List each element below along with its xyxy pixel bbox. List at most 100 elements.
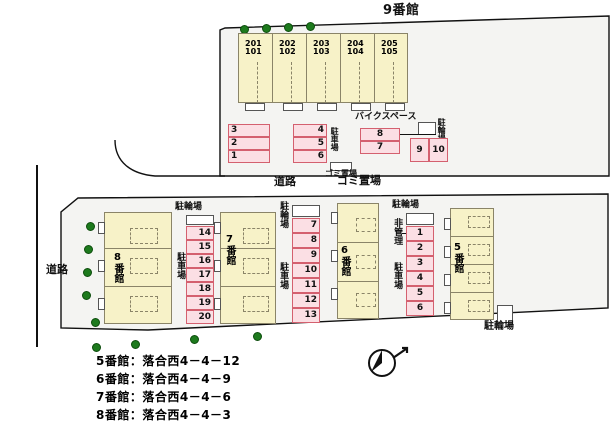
parking-stall[interactable]: 5	[293, 137, 327, 150]
entry-pad	[317, 103, 337, 111]
unit-lower: 104	[347, 47, 364, 57]
building-6-block	[337, 203, 379, 319]
unit-lower: 105	[381, 47, 398, 57]
building-7-block	[220, 212, 276, 324]
parking-stall[interactable]: 2	[228, 137, 270, 150]
balcony-notch	[444, 302, 451, 314]
parking-stall[interactable]: 11	[292, 278, 320, 293]
parking-stall[interactable]: 12	[292, 293, 320, 308]
parking-stall[interactable]: 3	[406, 256, 434, 271]
building9-title: 9番館	[383, 3, 420, 18]
unit-upper: 202	[279, 39, 296, 48]
parking-stall[interactable]: 7	[360, 141, 400, 154]
unit-divider	[220, 286, 276, 287]
parking-stall[interactable]: 10	[292, 263, 320, 278]
unit-divider	[337, 242, 379, 243]
bicycle-parking-label: 駐輪場	[278, 201, 289, 228]
connector-line	[400, 134, 436, 135]
parking-stall[interactable]: 1	[406, 226, 434, 241]
parking-stall[interactable]: 13	[292, 308, 320, 323]
unit-divider	[337, 281, 379, 282]
unit-divider	[104, 248, 172, 249]
unit-stair	[325, 62, 340, 103]
car-parking-label: 駐車場	[392, 262, 403, 289]
parking-stall[interactable]: 7	[292, 218, 320, 233]
plant-dot	[92, 343, 101, 352]
parking-stall[interactable]: 3	[228, 124, 270, 137]
parking-stall[interactable]: 6	[293, 150, 327, 163]
balcony-notch	[444, 218, 451, 230]
parking-stall[interactable]: 9	[292, 248, 320, 263]
address-legend: 5番館：落合西4－4－12 6番館：落合西4－4－9 7番館：落合西4－4－6 …	[96, 352, 240, 424]
car-parking-label: 駐車場	[278, 262, 289, 289]
entry-pad	[385, 103, 405, 111]
parking-stall[interactable]: 14	[186, 226, 214, 240]
parking-stall[interactable]: 10	[429, 138, 448, 162]
parking-stall[interactable]: 4	[406, 271, 434, 286]
plant-dot	[83, 268, 92, 277]
parking-stall[interactable]: 16	[186, 254, 214, 268]
unit-stair	[243, 228, 269, 244]
building-6-label: 6番館	[339, 245, 350, 276]
plant-dot	[306, 22, 315, 31]
parking-stall[interactable]: 8	[360, 128, 400, 141]
unit-stair	[356, 293, 376, 307]
unit-divider	[374, 33, 375, 103]
unit-divider	[450, 236, 494, 237]
bike-space-label: バイクスペース	[355, 112, 417, 122]
road-edge-left	[36, 165, 38, 347]
balcony-notch	[214, 222, 221, 234]
entry-pad	[245, 103, 265, 111]
parking-stall[interactable]: 4	[293, 124, 327, 137]
unit-number: 203 103	[313, 39, 330, 57]
unit-stair	[468, 244, 490, 256]
garbage-label-middle: ゴミ置場	[337, 174, 381, 187]
parking-stall[interactable]: 9	[410, 138, 429, 162]
unit-stair	[356, 218, 376, 232]
parking-stall[interactable]: 20	[186, 310, 214, 324]
plant-dot	[190, 335, 199, 344]
road-curve-top	[114, 140, 225, 177]
unit-number: 201 101	[245, 39, 262, 57]
bicycle-parking-label: 駐輪場	[392, 200, 420, 210]
unit-stair	[468, 216, 490, 228]
parking-stall[interactable]: 19	[186, 296, 214, 310]
road-label-left: 道路	[46, 263, 68, 276]
bicycle-parking-label-bottom: 駐輪場	[484, 321, 514, 332]
parking-stall[interactable]: 17	[186, 268, 214, 282]
entry-pad	[351, 103, 371, 111]
building-7-label: 7番館	[224, 234, 235, 265]
bicycle-parking-box	[186, 215, 214, 225]
parking-stall[interactable]: 8	[292, 233, 320, 248]
balcony-notch	[331, 212, 338, 224]
unit-stair	[130, 296, 158, 312]
parking-stall[interactable]: 6	[406, 301, 434, 316]
bicycle-parking-box	[497, 305, 513, 323]
plant-dot	[253, 332, 262, 341]
road-label-middle: 道路	[274, 175, 296, 188]
entry-pad	[283, 103, 303, 111]
balcony-notch	[98, 298, 105, 310]
parking-stall[interactable]: 1	[228, 150, 270, 163]
unit-lower: 103	[313, 47, 330, 57]
parking-stall[interactable]: 15	[186, 240, 214, 254]
unit-divider	[450, 292, 494, 293]
building-8-block	[104, 212, 172, 324]
legend-line: 6番館：落合西4－4－9	[96, 372, 232, 386]
unit-divider	[340, 33, 341, 103]
garbage-pad	[330, 162, 352, 171]
building-9-block	[238, 33, 408, 103]
bicycle-parking-box	[292, 205, 320, 217]
parking-stall[interactable]: 2	[406, 241, 434, 256]
plant-dot	[86, 222, 95, 231]
parking-stall[interactable]: 5	[406, 286, 434, 301]
parking-stall[interactable]: 18	[186, 282, 214, 296]
balcony-notch	[214, 298, 221, 310]
unmanaged-label: 非管理	[392, 218, 403, 245]
unit-stair	[359, 62, 374, 103]
unit-number: 202 102	[279, 39, 296, 57]
plant-dot	[91, 318, 100, 327]
unit-upper: 204	[347, 39, 364, 48]
unit-upper: 205	[381, 39, 398, 48]
